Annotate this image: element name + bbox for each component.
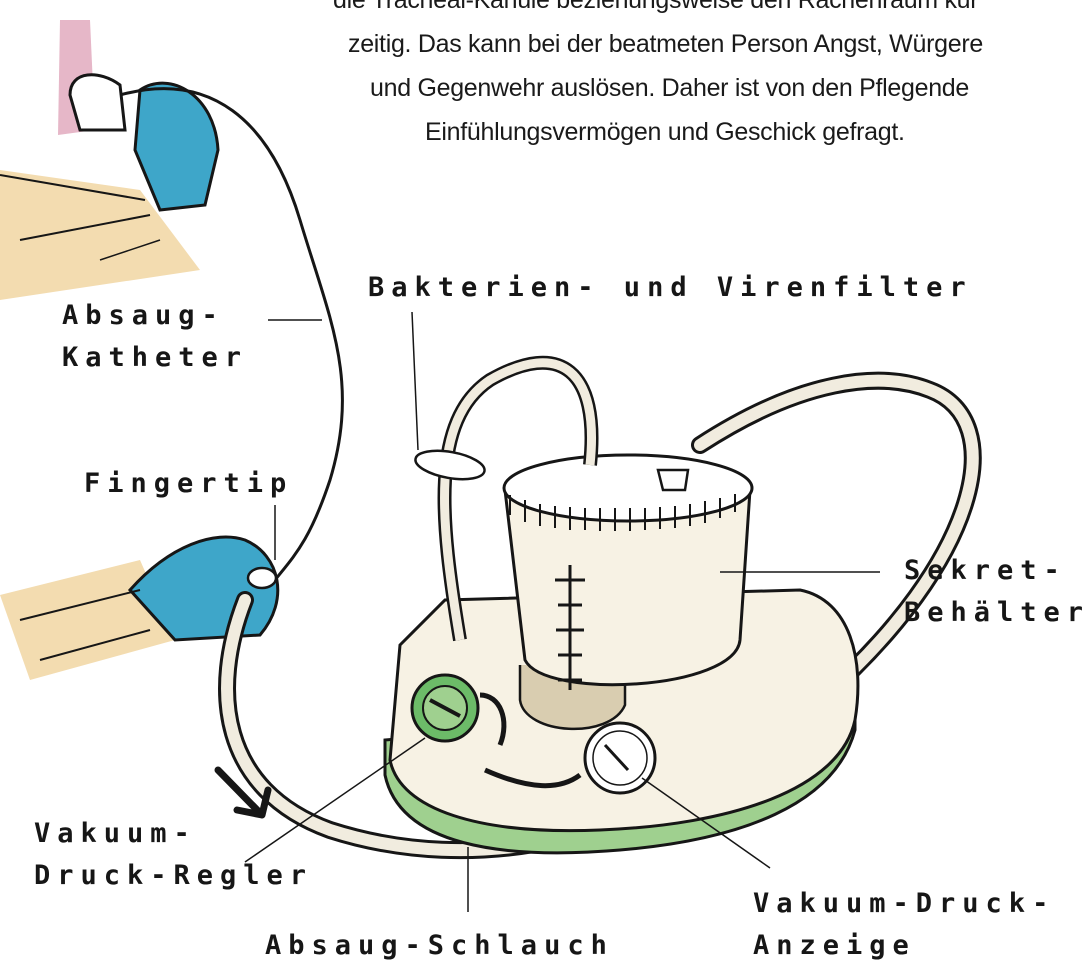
paragraph-line-3: und Gegenwehr auslösen. Daher ist von de… bbox=[370, 74, 969, 103]
label-vacuum-regulator-line2: Druck-Regler bbox=[34, 860, 313, 891]
label-suction-hose: Absaug-Schlauch bbox=[265, 930, 614, 961]
label-fingertip: Fingertip bbox=[84, 468, 293, 499]
label-bacteria-virus-filter: Bakterien- und Virenfilter bbox=[368, 272, 973, 303]
label-secretion-container-line2: Behälter bbox=[904, 597, 1083, 628]
pressure-gauge-drawing bbox=[585, 723, 655, 793]
paragraph-line-4: Einfühlungsvermögen und Geschick gefragt… bbox=[425, 118, 905, 147]
paragraph-line-2: zeitig. Das kann bei der beatmeten Perso… bbox=[348, 30, 983, 59]
label-vacuum-gauge-line2: Anzeige bbox=[753, 930, 916, 961]
label-vacuum-gauge-line1: Vakuum-Druck- bbox=[753, 888, 1055, 919]
paragraph-line-1: die Tracheal-Kanüle beziehungsweise den … bbox=[333, 0, 978, 15]
label-secretion-container-line1: Sekret- bbox=[904, 555, 1067, 586]
label-vacuum-regulator-line1: Vakuum- bbox=[34, 818, 197, 849]
secretion-container-drawing bbox=[504, 455, 752, 690]
label-suction-catheter-line2: Katheter bbox=[62, 342, 248, 373]
upper-hand-illustration bbox=[0, 20, 218, 300]
label-suction-catheter-line1: Absaug- bbox=[62, 300, 225, 331]
